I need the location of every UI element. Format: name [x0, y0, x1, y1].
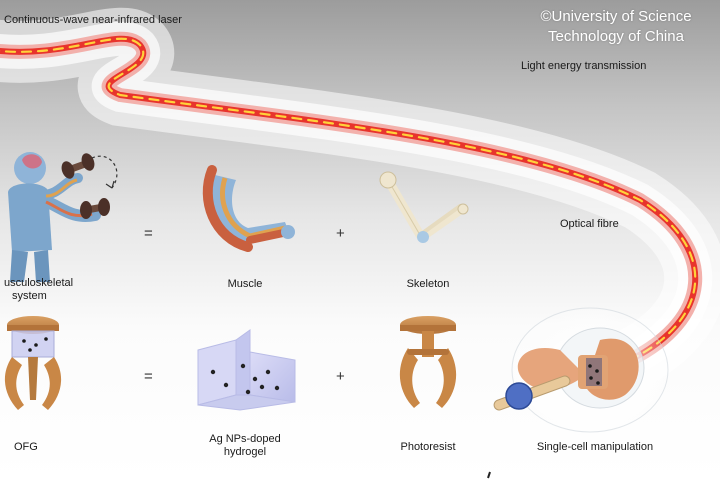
label-optical-fibre: Optical fibre [560, 218, 619, 230]
optical-fibre [0, 7, 720, 391]
label-ag-nps: Ag NPs-doped hydrogel [209, 433, 281, 459]
skeleton-icon [379, 171, 469, 243]
single-cell-gripper [493, 338, 639, 411]
label-ag-line2: hydrogel [223, 446, 267, 458]
human-figure-icon [8, 152, 101, 282]
credit-watermark: ©University of Science Technology of Chi… [526, 7, 706, 47]
laser-dashes [0, 37, 697, 362]
cell-icon [505, 382, 533, 410]
plus-sign-row1: + [336, 225, 345, 242]
label-musculoskeletal: usculoskeletal system [4, 277, 73, 303]
equals-sign-row1: = [144, 225, 153, 242]
photoresist-gripper-icon [399, 316, 457, 408]
plus-sign-row2: + [336, 368, 345, 385]
label-skeleton: Skeleton [406, 278, 450, 290]
label-light-transmission: Light energy transmission [521, 60, 647, 72]
dumbbell-icon [61, 153, 118, 219]
label-laser: Continuous-wave near-infrared laser [4, 14, 182, 26]
ofg-gripper-icon [4, 316, 62, 410]
stray-mark [487, 471, 491, 479]
credit-line2: Technology of China [548, 28, 684, 45]
hydrogel-icon [197, 329, 296, 411]
equals-sign-row2: = [144, 368, 153, 385]
label-photoresist: Photoresist [400, 441, 456, 453]
credit-line1: ©University of Science [540, 8, 692, 25]
muscle-icon [202, 165, 295, 252]
label-ofg: OFG [14, 441, 38, 453]
label-muscle: Muscle [227, 278, 263, 290]
label-single-cell: Single-cell manipulation [536, 441, 654, 453]
label-musculoskeletal-line2: system [12, 290, 47, 302]
label-musculoskeletal-line1: usculoskeletal [4, 277, 74, 289]
label-ag-line1: Ag NPs-doped [209, 433, 281, 445]
